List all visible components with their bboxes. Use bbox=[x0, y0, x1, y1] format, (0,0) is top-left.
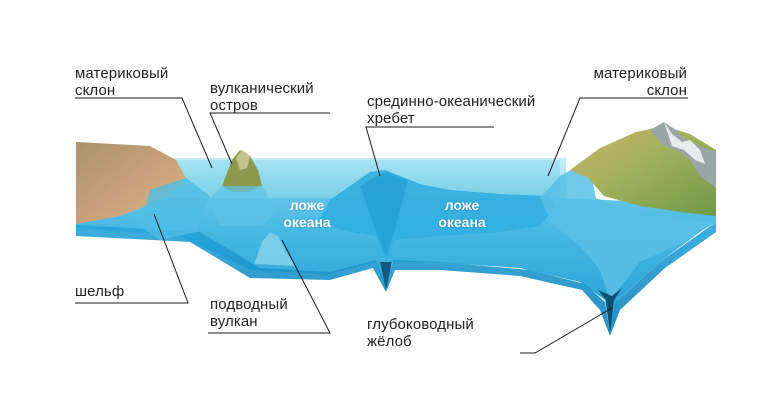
ridge-rift bbox=[380, 262, 392, 290]
deep-sea-trench bbox=[598, 288, 622, 334]
right-mountains bbox=[650, 122, 716, 188]
right-slope-water bbox=[540, 160, 716, 300]
leader-deep-sea-trench bbox=[520, 307, 613, 354]
underwater-volcano bbox=[254, 232, 296, 266]
volcanic-island-base bbox=[208, 186, 276, 226]
leader-underwater-volcano bbox=[208, 239, 331, 334]
leader-volcanic-island bbox=[209, 112, 330, 165]
label-deep-sea-trench: глубоководный жёлоб bbox=[367, 316, 474, 350]
leader-lines bbox=[75, 97, 688, 354]
label-shelf: шельф bbox=[75, 283, 125, 300]
leader-shelf bbox=[75, 213, 189, 304]
label-continental-slope-right: материковый склон bbox=[593, 65, 687, 99]
label-underwater-volcano: подводный вулкан bbox=[210, 296, 288, 330]
label-mid-ocean-ridge: срединно-океанический хребет bbox=[367, 93, 536, 127]
label-ocean-floor-left: ложе океана bbox=[283, 197, 331, 230]
label-continental-slope-left: материковый склон bbox=[75, 65, 169, 99]
leader-mid-ocean-ridge bbox=[365, 126, 494, 177]
ocean-front-slab bbox=[76, 222, 716, 336]
left-continent bbox=[76, 142, 186, 224]
label-volcanic-island: вулканический остров bbox=[210, 80, 314, 114]
volcanic-island-peak bbox=[236, 150, 250, 170]
leader-continental-slope-left bbox=[75, 97, 213, 169]
leader-continental-slope-right bbox=[547, 97, 688, 177]
label-ocean-floor-right: ложе океана bbox=[438, 197, 486, 230]
volcanic-island bbox=[222, 150, 262, 192]
